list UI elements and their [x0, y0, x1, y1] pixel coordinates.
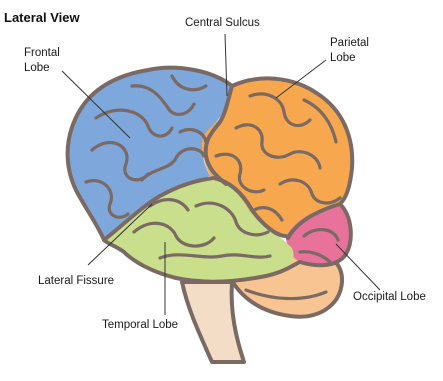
brainstem	[182, 282, 244, 362]
temporal-lobe-label: Temporal Lobe	[102, 319, 178, 331]
frontal-lobe-label-line1: Frontal	[24, 47, 60, 59]
lateral-fissure-label: Lateral Fissure	[38, 275, 114, 287]
parietal-lobe-label-line1: Parietal	[330, 37, 369, 49]
occipital-lobe-label: Occipital Lobe	[353, 291, 426, 303]
parietal-lobe-label-line2: Lobe	[330, 52, 356, 64]
diagram-title: Lateral View	[4, 10, 81, 25]
central-sulcus-label: Central Sulcus	[185, 17, 260, 29]
frontal-lobe-label-line2: Lobe	[24, 62, 50, 74]
